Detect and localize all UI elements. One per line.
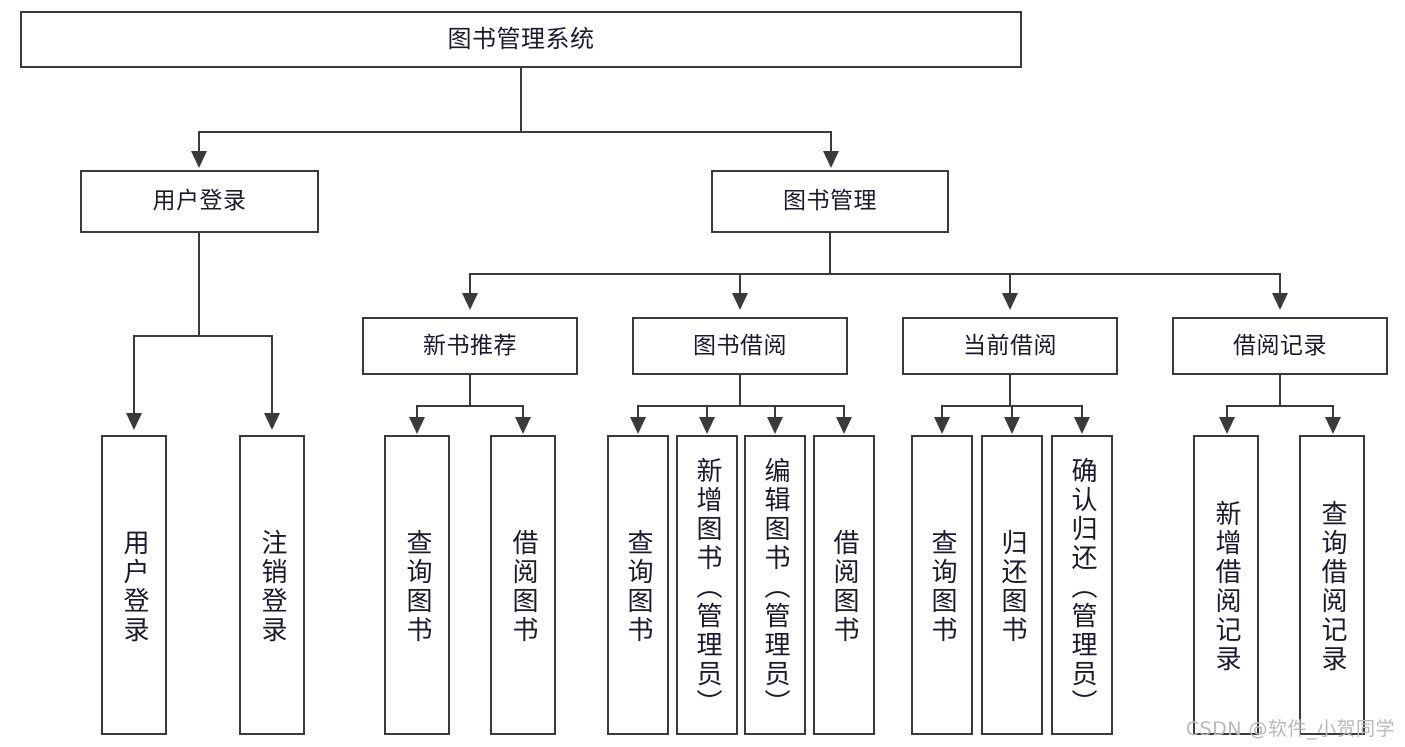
node-leaf-query-record[interactable]: 查询借阅记录: [1299, 435, 1365, 735]
connector-book-management-bar: [469, 273, 1281, 275]
watermark-text: CSDN @软件_小贺同学: [1185, 718, 1395, 740]
arrowhead-leaf-confirm-return: [1074, 417, 1090, 434]
connector-user-login-stem: [198, 233, 200, 335]
connector-borrow-record-stem: [1279, 375, 1281, 405]
node-root-system[interactable]: 图书管理系统: [20, 11, 1022, 68]
connector-new-book-recommend-bar: [416, 405, 524, 407]
node-label: 当前借阅: [963, 332, 1057, 359]
node-borrow-record[interactable]: 借阅记录: [1172, 317, 1388, 375]
node-leaf-user-logout[interactable]: 注销登录: [239, 435, 305, 735]
arrowhead-leaf-edit-book: [767, 417, 783, 434]
node-leaf-query-book-1[interactable]: 查询图书: [384, 435, 450, 735]
connector-book-borrow-bar: [637, 405, 845, 407]
connector-cb-drop-1: [941, 405, 943, 419]
arrowhead-book-borrow: [732, 293, 748, 310]
connector-bb-drop-1: [637, 405, 639, 419]
connector-root-stem: [520, 68, 522, 131]
connector-user-login-bar: [133, 335, 273, 337]
connector-nbr-drop-1: [416, 405, 418, 419]
connector-current-borrow-stem: [1009, 375, 1011, 405]
connector-bb-drop-2: [706, 405, 708, 419]
node-label: 图书借阅: [693, 332, 787, 359]
node-leaf-user-login[interactable]: 用户登录: [101, 435, 167, 735]
arrowhead-leaf-borrow-book-1: [515, 417, 531, 434]
node-label: 编辑图书（管理员）: [760, 456, 790, 718]
connector-cb-drop-3: [1081, 405, 1083, 419]
arrowhead-book-management: [823, 151, 839, 168]
arrowhead-leaf-query-book-1: [409, 417, 425, 434]
node-leaf-add-record[interactable]: 新增借阅记录: [1193, 435, 1259, 735]
node-label: 查询借阅记录: [1317, 500, 1347, 674]
arrowhead-leaf-return-book: [1004, 417, 1020, 434]
node-label: 归还图书: [997, 529, 1027, 645]
connector-to-book-management: [830, 131, 832, 153]
node-leaf-add-book[interactable]: 新增图书（管理员）: [676, 435, 738, 735]
connector-borrow-record-bar: [1226, 405, 1334, 407]
node-label: 用户登录: [119, 529, 149, 645]
connector-user-login-drop-1: [133, 335, 135, 415]
arrowhead-leaf-add-book: [699, 417, 715, 434]
node-book-management[interactable]: 图书管理: [711, 170, 949, 233]
node-label: 用户登录: [152, 188, 247, 215]
connector-to-borrow-record: [1279, 273, 1281, 295]
node-new-book-recommend[interactable]: 新书推荐: [362, 317, 578, 375]
connector-br-drop-2: [1332, 405, 1334, 419]
connector-bb-drop-4: [843, 405, 845, 419]
connector-user-login-drop-2: [271, 335, 273, 415]
arrowhead-user-login: [191, 151, 207, 168]
arrowhead-borrow-record: [1272, 293, 1288, 310]
connector-to-new-book-recommend: [469, 273, 471, 295]
arrowhead-leaf-query-book-2: [630, 417, 646, 434]
arrowhead-new-book-recommend: [462, 293, 478, 310]
node-user-login[interactable]: 用户登录: [80, 170, 319, 233]
node-label: 查询图书: [623, 529, 653, 645]
connector-new-book-recommend-stem: [469, 375, 471, 405]
connector-book-management-stem: [829, 233, 831, 273]
node-label: 注销登录: [257, 529, 287, 645]
node-leaf-query-book-2[interactable]: 查询图书: [607, 435, 669, 735]
connector-br-drop-1: [1226, 405, 1228, 419]
connector-book-borrow-stem: [739, 375, 741, 405]
node-label: 借阅记录: [1233, 332, 1327, 359]
arrowhead-leaf-borrow-book-2: [836, 417, 852, 434]
connector-bb-drop-3: [774, 405, 776, 419]
node-leaf-borrow-book-1[interactable]: 借阅图书: [490, 435, 556, 735]
arrowhead-current-borrow: [1002, 293, 1018, 310]
node-leaf-query-book-3[interactable]: 查询图书: [911, 435, 973, 735]
node-label: 新增借阅记录: [1211, 500, 1241, 674]
connector-cb-drop-2: [1011, 405, 1013, 419]
connector-to-current-borrow: [1009, 273, 1011, 295]
node-label: 借阅图书: [508, 529, 538, 645]
arrowhead-leaf-query-book-3: [934, 417, 950, 434]
connector-to-book-borrow: [739, 273, 741, 295]
node-leaf-return-book[interactable]: 归还图书: [981, 435, 1043, 735]
node-leaf-borrow-book-2[interactable]: 借阅图书: [813, 435, 875, 735]
node-label: 图书管理: [783, 188, 877, 215]
node-label: 新增图书（管理员）: [692, 456, 722, 718]
node-label: 借阅图书: [829, 529, 859, 645]
arrowhead-leaf-query-record: [1325, 417, 1341, 434]
connector-to-user-login: [198, 131, 200, 153]
arrowhead-leaf-user-logout: [264, 413, 280, 430]
connector-level1-bar: [198, 131, 832, 133]
connector-nbr-drop-2: [522, 405, 524, 419]
node-leaf-confirm-return[interactable]: 确认归还（管理员）: [1051, 435, 1113, 735]
arrowhead-leaf-user-login: [126, 413, 142, 430]
node-label: 新书推荐: [423, 332, 517, 359]
node-label: 查询图书: [927, 529, 957, 645]
node-label: 确认归还（管理员）: [1067, 456, 1097, 718]
node-leaf-edit-book[interactable]: 编辑图书（管理员）: [744, 435, 806, 735]
node-book-borrow[interactable]: 图书借阅: [632, 317, 848, 375]
node-label: 图书管理系统: [447, 24, 595, 53]
node-current-borrow[interactable]: 当前借阅: [902, 317, 1118, 375]
node-label: 查询图书: [402, 529, 432, 645]
arrowhead-leaf-add-record: [1219, 417, 1235, 434]
